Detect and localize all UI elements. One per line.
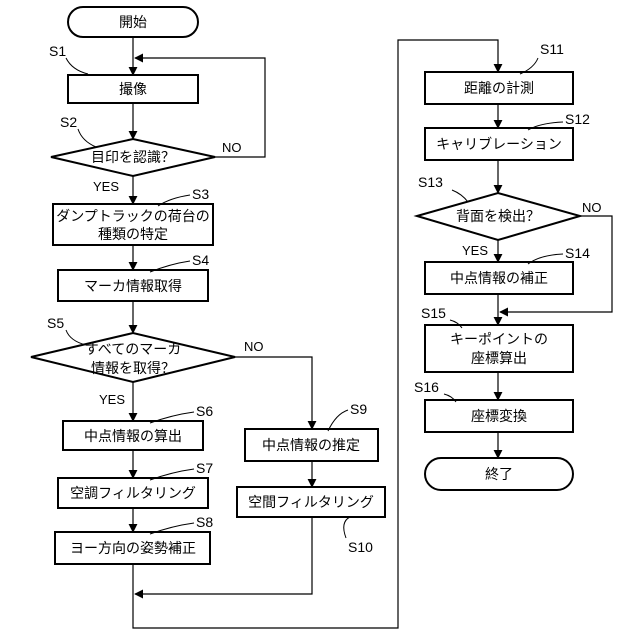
step-label-s15: S15 bbox=[421, 305, 446, 321]
step-label-s2: S2 bbox=[60, 114, 77, 130]
step-s14-box: 中点情報の補正 bbox=[425, 262, 573, 294]
step-s3-text-line2: 種類の特定 bbox=[98, 227, 168, 243]
step-s15-text-line2: 座標算出 bbox=[471, 351, 527, 367]
step-label-s12: S12 bbox=[565, 111, 590, 127]
decision-s5-text-line2: 情報を取得？ bbox=[91, 360, 175, 377]
step-s9-box: 中点情報の推定 bbox=[245, 429, 378, 461]
step-s7-text: 空調フィルタリング bbox=[70, 486, 196, 502]
decision-s2: 目印を認識？ bbox=[51, 139, 215, 176]
decision-s13: 背面を検出？ bbox=[417, 193, 580, 240]
start-label: 開始 bbox=[119, 15, 147, 31]
step-s9-text: 中点情報の推定 bbox=[262, 438, 360, 454]
step-s3-box: ダンプトラックの荷台の 種類の特定 bbox=[53, 204, 213, 245]
step-s11-box: 距離の計測 bbox=[425, 72, 573, 104]
step-s15-text-line1: キーポイントの bbox=[450, 332, 548, 348]
step-label-s1: S1 bbox=[49, 43, 66, 59]
end-label: 終了 bbox=[485, 467, 513, 483]
decision-s5: すべてのマーカ 情報を取得？ bbox=[31, 333, 235, 382]
step-s6-text: 中点情報の算出 bbox=[84, 429, 182, 445]
decision-s2-text: 目印を認識？ bbox=[91, 150, 175, 166]
step-s16-box: 座標変換 bbox=[425, 400, 573, 432]
step-s3-text-line1: ダンプトラックの荷台の bbox=[56, 209, 210, 225]
step-s1-box: 撮像 bbox=[68, 75, 198, 103]
step-s4-text: マーカ情報取得 bbox=[84, 278, 182, 295]
step-label-s9: S9 bbox=[350, 401, 367, 417]
step-label-s4: S4 bbox=[192, 252, 209, 268]
decision-s5-text-line1: すべてのマーカ bbox=[85, 342, 181, 358]
step-s10-text: 空間フィルタリング bbox=[248, 495, 374, 511]
end-terminal: 終了 bbox=[425, 458, 573, 490]
decision-s13-text: 背面を検出？ bbox=[456, 209, 540, 225]
s2-no-label: NO bbox=[222, 140, 242, 155]
step-label-s8: S8 bbox=[196, 514, 213, 530]
step-label-s13: S13 bbox=[418, 174, 443, 190]
step-s7-box: 空調フィルタリング bbox=[58, 478, 208, 508]
step-s8-box: ヨー方向の姿勢補正 bbox=[55, 532, 210, 564]
step-label-s3: S3 bbox=[192, 186, 209, 202]
step-label-s6: S6 bbox=[196, 403, 213, 419]
step-s15-box: キーポイントの 座標算出 bbox=[425, 325, 573, 372]
step-s8-text: ヨー方向の姿勢補正 bbox=[70, 541, 196, 557]
step-s12-text: キャリブレーション bbox=[436, 136, 562, 153]
step-s11-text: 距離の計測 bbox=[464, 80, 534, 97]
step-s12-box: キャリブレーション bbox=[425, 128, 573, 160]
step-s6-box: 中点情報の算出 bbox=[63, 421, 203, 450]
step-label-s10: S10 bbox=[348, 539, 373, 555]
step-label-s11: S11 bbox=[540, 41, 564, 57]
s5-yes-label: YES bbox=[99, 392, 125, 407]
step-label-s7: S7 bbox=[196, 460, 213, 476]
s13-no-label: NO bbox=[582, 200, 602, 215]
step-s4-box: マーカ情報取得 bbox=[58, 270, 208, 301]
step-s14-text: 中点情報の補正 bbox=[450, 271, 548, 287]
step-label-s14: S14 bbox=[565, 245, 590, 261]
s2-yes-label: YES bbox=[93, 179, 119, 194]
step-s10-box: 空間フィルタリング bbox=[237, 487, 385, 517]
step-s16-text: 座標変換 bbox=[471, 408, 527, 425]
s5-no-label: NO bbox=[244, 339, 264, 354]
step-label-s5: S5 bbox=[47, 315, 64, 331]
s13-yes-label: YES bbox=[462, 243, 488, 258]
start-terminal: 開始 bbox=[68, 7, 198, 37]
step-label-s16: S16 bbox=[414, 379, 439, 395]
step-s1-text: 撮像 bbox=[119, 81, 147, 98]
